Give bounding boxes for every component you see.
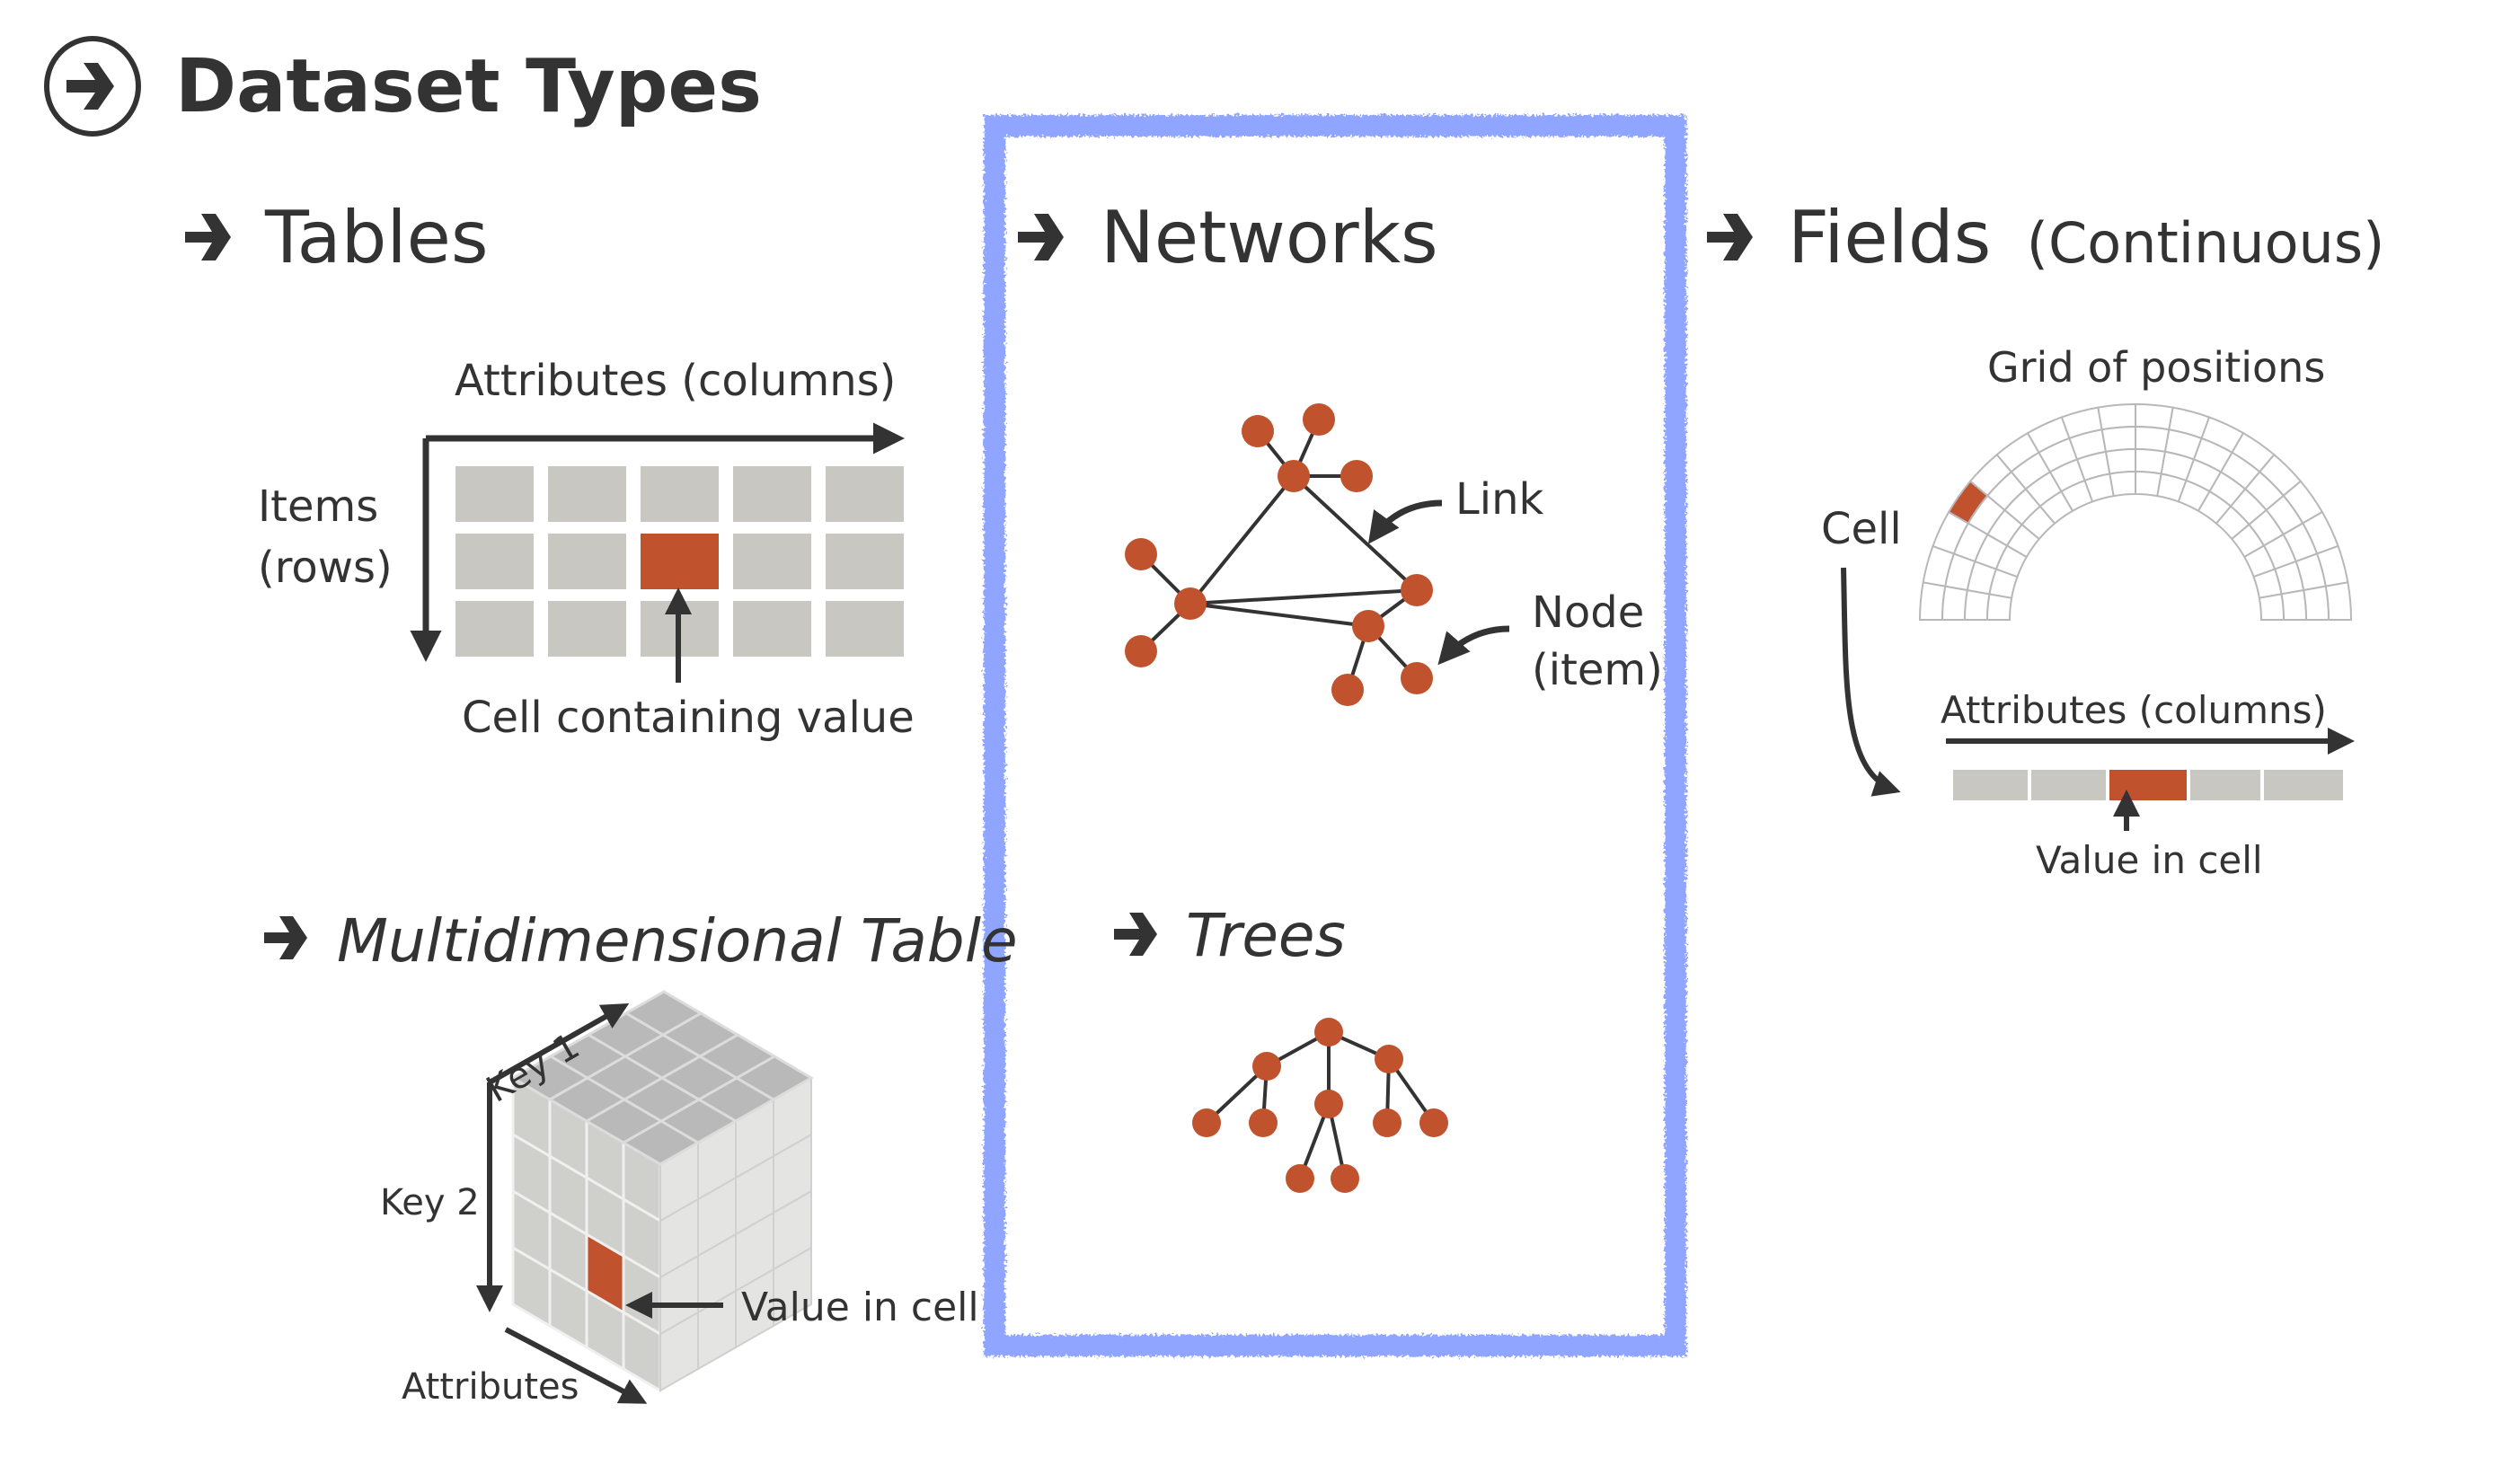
network-link (1189, 474, 1295, 605)
tree-node (1373, 1108, 1401, 1137)
strip-cell-highlighted (2109, 770, 2187, 800)
table-cell (733, 601, 811, 657)
table-cell (826, 466, 904, 522)
cube-top-cell (623, 990, 703, 1037)
fields-heading-main: Fields (1788, 196, 1991, 279)
tables-x-axis-label: Attributes (columns) (455, 356, 896, 406)
polar-cell (1963, 588, 1991, 621)
polar-cell (2280, 588, 2308, 621)
network-graph (1125, 403, 1433, 706)
table-cell (548, 534, 626, 589)
polar-cell (2135, 425, 2171, 454)
table-cell (548, 601, 626, 657)
node-pointer-arrow (1437, 625, 1510, 666)
tree-node (1419, 1108, 1448, 1137)
tree-node (1249, 1108, 1278, 1137)
polar-cell (2100, 425, 2136, 454)
attributes-axis-arrow (504, 1327, 648, 1404)
strip-cell (2190, 770, 2260, 800)
node-label-line2: (item) (1532, 645, 1663, 695)
network-node (1352, 610, 1384, 642)
link-pointer-arrow (1367, 499, 1443, 544)
fields-heading: Fields (Continuous) (1788, 196, 2384, 279)
polar-cell (2324, 581, 2353, 621)
polar-cell (1918, 581, 1947, 621)
title-arrow-circle-icon (44, 36, 141, 137)
table-cell (455, 534, 534, 589)
tables-y-axis-label-line1: Items (258, 481, 378, 532)
table-cell (826, 601, 904, 657)
fields-value-callout: Value in cell (2036, 838, 2263, 882)
trees-heading: Trees (1186, 901, 1346, 970)
table-cell (548, 466, 626, 522)
polar-cell (1941, 585, 1969, 621)
tree-node (1192, 1108, 1221, 1137)
table-cell (733, 534, 811, 589)
multidim-value-callout: Value in cell (741, 1285, 979, 1330)
network-node (1401, 574, 1433, 606)
polar-cell (2097, 402, 2136, 431)
network-link (1292, 474, 1419, 592)
node-label-line1: Node (1532, 587, 1644, 638)
polar-cell (2109, 470, 2136, 498)
networks-heading: Networks (1101, 196, 1438, 279)
fields-polar-grid (1918, 402, 2353, 621)
tree-node (1375, 1045, 1403, 1073)
tables-grid (455, 466, 904, 657)
network-link (1189, 602, 1369, 628)
networks-highlight-box (984, 115, 1686, 1356)
tree-graph (1192, 1018, 1448, 1193)
fields-attributes-label: Attributes (columns) (1941, 688, 2327, 732)
network-node (1242, 415, 1274, 447)
tree-node (1331, 1164, 1359, 1193)
networks-arrow-icon (1018, 214, 1064, 260)
page-title: Dataset Types (175, 44, 762, 129)
table-cell (455, 466, 534, 522)
tree-node (1314, 1018, 1343, 1046)
fields-cell-label: Cell (1821, 504, 1902, 554)
strip-cell (2031, 770, 2106, 800)
table-cell (455, 601, 534, 657)
network-node (1340, 460, 1373, 492)
fields-grid-label: Grid of positions (1987, 343, 2325, 392)
fields-attribute-strip (1953, 770, 2343, 800)
table-cell (641, 466, 719, 522)
attributes-label: Attributes (402, 1366, 579, 1408)
polar-cell (2104, 447, 2136, 475)
key1-axis-arrow (488, 1003, 630, 1085)
link-label: Link (1455, 474, 1544, 525)
multidim-heading: Multidimensional Table (337, 906, 1018, 976)
fields-arrow-icon (1707, 214, 1753, 260)
tables-heading: Tables (264, 196, 489, 279)
multidim-arrow-icon (264, 916, 307, 959)
network-node (1331, 674, 1364, 706)
network-node (1401, 662, 1433, 694)
strip-cell (2264, 770, 2343, 800)
trees-arrow-icon (1114, 913, 1157, 956)
strip-cell (1953, 770, 2028, 800)
table-cell (733, 466, 811, 522)
polar-cell (2135, 447, 2167, 475)
key2-label: Key 2 (380, 1182, 480, 1223)
network-node (1174, 587, 1207, 620)
tree-node (1252, 1052, 1281, 1081)
network-node (1278, 460, 1310, 492)
tree-node (1314, 1090, 1343, 1118)
tables-cell-callout: Cell containing value (462, 693, 915, 743)
network-node (1125, 635, 1157, 667)
polar-cell (2302, 585, 2330, 621)
network-node (1303, 403, 1335, 436)
polar-cell (2135, 402, 2174, 431)
network-link (1189, 588, 1418, 605)
network-node (1125, 538, 1157, 570)
polar-cell (2258, 593, 2286, 621)
tree-node (1286, 1164, 1314, 1193)
tables-y-axis-label-line2: (rows) (258, 543, 393, 593)
fields-heading-qualifier: (Continuous) (2027, 210, 2385, 276)
table-cell (826, 534, 904, 589)
tables-arrow-icon (185, 214, 231, 260)
fields-cell-pointer-arrow (1841, 567, 1901, 797)
table-cell-highlighted (641, 534, 719, 589)
